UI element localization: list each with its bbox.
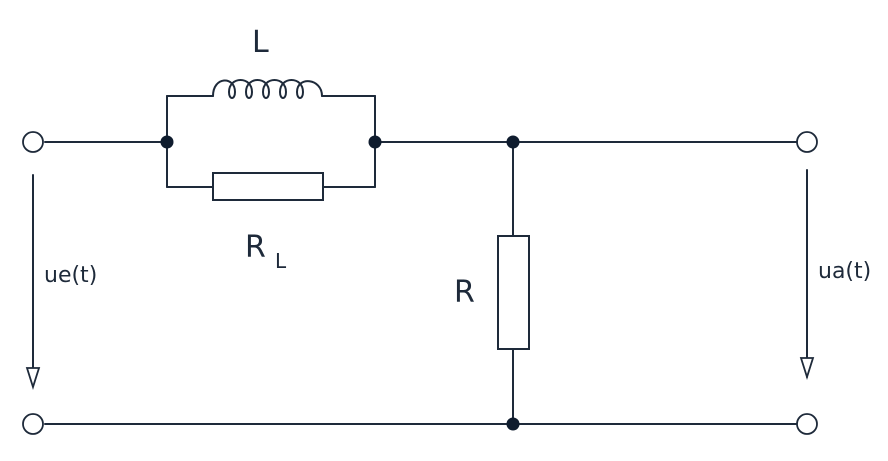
terminal-output-bottom xyxy=(796,413,818,435)
input-voltage-arrowhead-icon xyxy=(25,367,41,390)
junction-node-r-bottom xyxy=(506,417,520,431)
junction-node-left xyxy=(160,135,174,149)
output-voltage-label: ua(t) xyxy=(818,259,871,284)
terminal-output-top xyxy=(796,131,818,153)
input-voltage-label: ue(t) xyxy=(44,263,97,288)
resistor-rl-label: R xyxy=(245,230,266,265)
junction-node-right xyxy=(368,135,382,149)
output-voltage-arrowhead-icon xyxy=(799,357,815,380)
inductor-label: L xyxy=(252,25,269,60)
terminal-input-bottom xyxy=(22,413,44,435)
resistor-r-label: R xyxy=(454,275,475,310)
junction-node-r-top xyxy=(506,135,520,149)
resistor-rl-subscript: L xyxy=(275,249,287,273)
inductor-coil-icon xyxy=(212,79,323,99)
resistor-r-body xyxy=(497,235,530,350)
terminal-input-top xyxy=(22,131,44,153)
resistor-rl-body xyxy=(212,172,324,201)
